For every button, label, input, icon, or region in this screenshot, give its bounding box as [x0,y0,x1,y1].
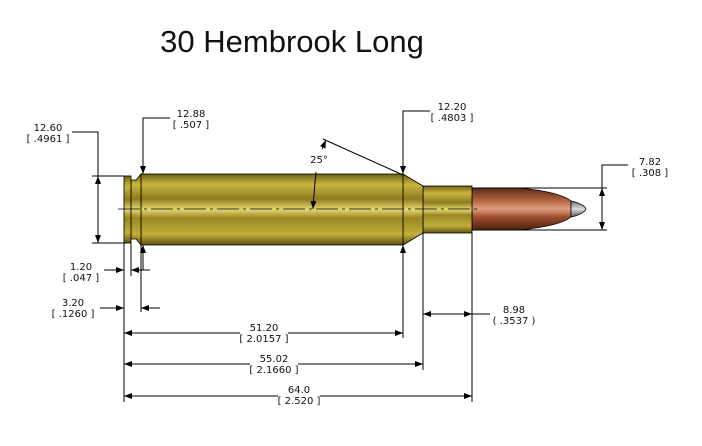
dim-neck-start-length: 55.02 [ 2.1660 ] [124,354,423,376]
bullet [471,187,572,231]
dim-rim-thickness: 1.20 [ .047 ] [63,262,150,284]
dim-shoulder-length: 51.20 [ 2.0157 ] [124,323,403,345]
case-rim [123,175,132,244]
case-neck [422,185,473,234]
dim-label: 12.60 [34,123,63,134]
dim-label: 8.98 [503,305,525,316]
dim-label: 12.20 [438,102,467,113]
dim-label: 1.20 [70,262,92,273]
cartridge [118,172,587,247]
dim-label: [ 2.1660 ] [249,365,298,376]
dim-shoulder-diameter: 12.20 [ .4803 ] [400,102,474,270]
dim-shoulder-angle: 25° [310,138,404,210]
case-shoulder [402,173,424,246]
dim-label: [ 2.0157 ] [239,334,288,345]
dim-label: 51.20 [250,323,279,334]
dim-label: 64.0 [288,385,310,396]
extractor-groove [130,172,142,247]
dim-label: [ .4803 ] [431,113,474,124]
dim-label: 55.02 [260,354,289,365]
dim-label: ( .3537 ) [493,316,536,327]
dim-label: [ .1260 ] [52,309,95,320]
dim-neck-length: 8.98 ( .3537 ) [423,305,535,327]
dim-bullet-diameter: 7.82 [ .308 ] [599,157,669,230]
dim-label: 25° [310,155,328,166]
dim-label: [ .047 ] [63,273,100,284]
dim-label: [ .308 ] [632,168,669,179]
dim-label: [ .4961 ] [27,134,70,145]
dim-label: [ 2.520 ] [278,396,321,407]
dim-base-diameter: 12.88 [ .507 ] [140,109,210,270]
dim-label: 12.88 [177,109,206,120]
case-body [140,173,404,246]
drawing-title: 30 Hembrook Long [160,24,424,59]
dim-label: 7.82 [639,157,661,168]
dim-label: [ .507 ] [173,120,210,131]
dim-case-length: 64.0 [ 2.520 ] [124,385,472,407]
dim-label: 3.20 [62,298,84,309]
dim-extractor-groove: 3.20 [ .1260 ] [52,298,160,320]
dim-rim-diameter: 12.60 [ .4961 ] [27,123,101,243]
bullet-tip [570,200,587,218]
